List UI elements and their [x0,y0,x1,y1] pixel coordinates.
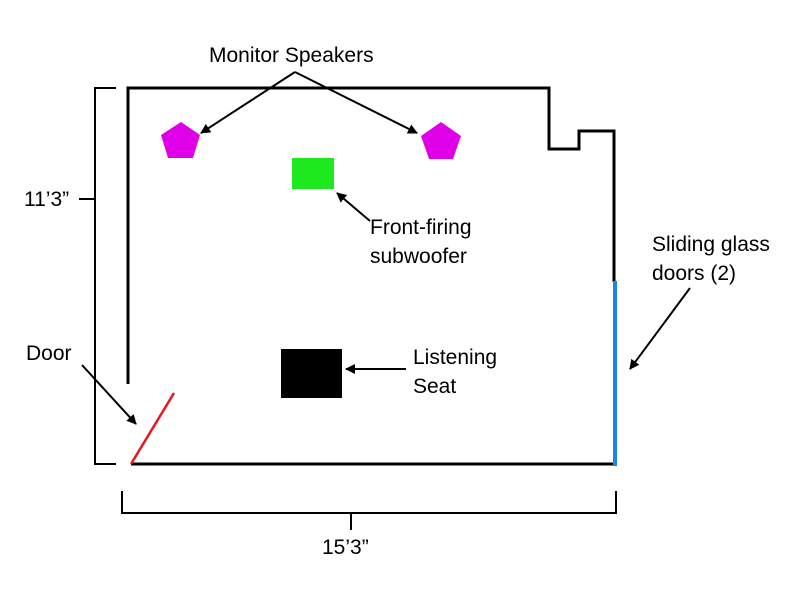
arrow-to-right-speaker [294,71,418,134]
arrow-to-subwoofer [336,192,371,222]
sliding-doors-label-line1: Sliding glass [652,233,770,256]
subwoofer-label-line1: Front-firing [370,216,472,239]
room-walls [126,86,616,384]
right-monitor-speaker [421,122,461,159]
width-dimension-bracket [121,491,617,514]
monitor-speakers-label: Monitor Speakers [209,44,374,67]
arrow-to-sliding-doors [629,287,691,370]
width-dimension-label: 15’3” [322,536,369,559]
sliding-doors-label-line2: doors (2) [652,262,737,285]
door-label: Door [26,342,72,365]
door-swing [129,392,176,465]
listening-seat-label-line1: Listening [413,346,498,369]
arrow-to-left-speaker [200,71,296,134]
arrow-to-door [81,364,137,425]
subwoofer [292,158,334,189]
listening-seat [281,349,342,398]
subwoofer-label-line2: subwoofer [370,245,467,268]
height-dimension-label: 11’3” [24,188,70,211]
left-monitor-speaker [161,122,200,158]
height-dimension-bracket [94,87,116,465]
listening-seat-label-line2: Seat [413,375,457,398]
